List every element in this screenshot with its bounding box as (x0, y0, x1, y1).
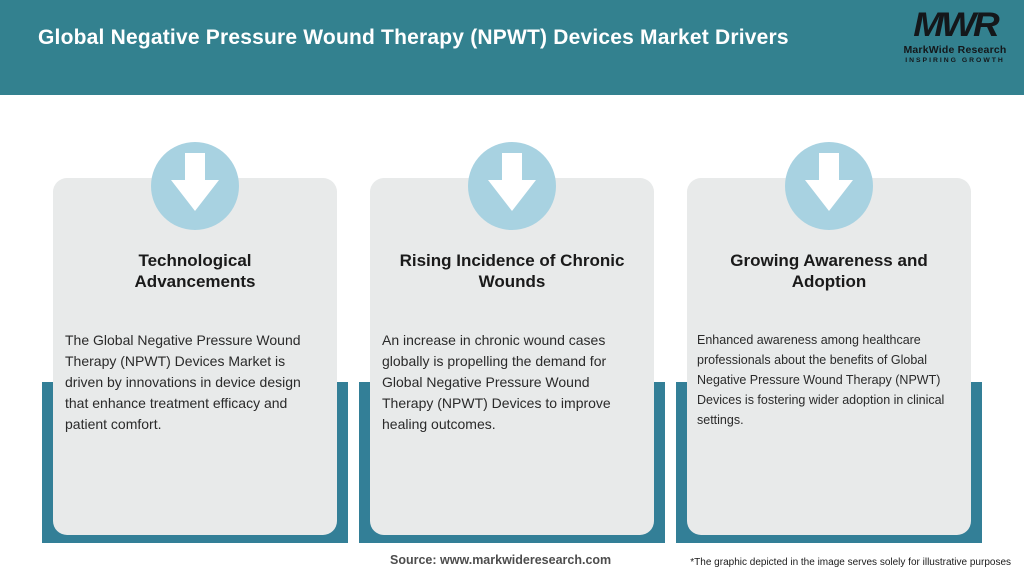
brand-logo: MWR MarkWide Research INSPIRING GROWTH (900, 6, 1010, 64)
down-arrow-icon (151, 142, 239, 230)
driver-card: Growing Awareness and Adoption Enhanced … (687, 178, 971, 535)
card-title: Growing Awareness and Adoption (730, 251, 928, 292)
logo-company-name: MarkWide Research (903, 44, 1007, 56)
driver-column-1: Technological Advancements The Global Ne… (42, 142, 348, 544)
card-title: Rising Incidence of Chronic Wounds (399, 251, 625, 292)
header-bar: Global Negative Pressure Wound Therapy (… (0, 0, 1024, 95)
page-title: Global Negative Pressure Wound Therapy (… (38, 26, 789, 49)
card-title: Technological Advancements (134, 251, 256, 292)
card-body: Enhanced awareness among healthcare prof… (697, 333, 945, 427)
card-body: The Global Negative Pressure Wound Thera… (65, 332, 301, 432)
driver-card: Technological Advancements The Global Ne… (53, 178, 337, 535)
down-arrow-icon (785, 142, 873, 230)
driver-card: Rising Incidence of Chronic Wounds An in… (370, 178, 654, 535)
driver-column-3: Growing Awareness and Adoption Enhanced … (676, 142, 982, 544)
logo-monogram: MWR (913, 5, 999, 44)
driver-column-2: Rising Incidence of Chronic Wounds An in… (359, 142, 665, 544)
disclaimer-text: *The graphic depicted in the image serve… (690, 557, 1011, 568)
logo-tagline: INSPIRING GROWTH (905, 56, 1005, 64)
source-text: Source: www.markwideresearch.com (390, 553, 612, 567)
down-arrow-icon (468, 142, 556, 230)
card-body: An increase in chronic wound cases globa… (382, 332, 611, 432)
